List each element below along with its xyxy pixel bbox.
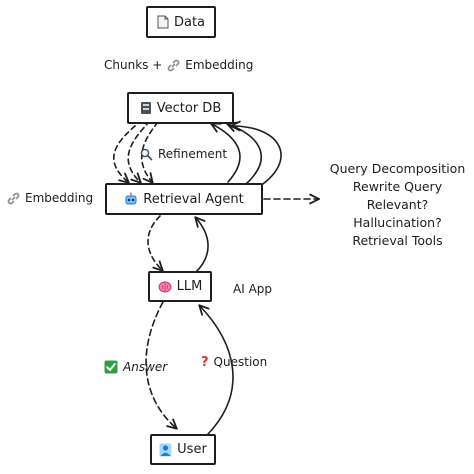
solid-arrow-agent-to-vectordb-3 bbox=[229, 120, 282, 187]
embedding-suffix: Embedding bbox=[185, 58, 254, 72]
data-node-label: Data bbox=[173, 14, 206, 30]
solid-arrow-user-to-llm bbox=[198, 304, 234, 435]
solid-arrow-agent-to-vectordb-1 bbox=[210, 122, 241, 183]
ai-app-text: AI App bbox=[233, 282, 273, 296]
vector-db-node: Vector DB bbox=[127, 92, 234, 124]
llm-node: LLM bbox=[148, 271, 212, 302]
dashed-arrow-vectordb-to-agent-1 bbox=[113, 119, 143, 184]
embedding-text: Embedding bbox=[25, 191, 94, 205]
vector-db-node-label: Vector DB bbox=[156, 100, 222, 116]
agent-capabilities-list: Query Decomposition Rewrite Query Releva… bbox=[325, 160, 470, 250]
document-icon bbox=[157, 15, 169, 29]
retrieval-agent-node: Retrieval Agent bbox=[105, 183, 263, 215]
data-node: Data bbox=[146, 6, 216, 38]
capability-item: Rewrite Query bbox=[352, 179, 443, 194]
chunks-prefix: Chunks + bbox=[104, 58, 163, 72]
link-icon bbox=[7, 192, 20, 205]
llm-node-label: LLM bbox=[176, 279, 203, 294]
question-mark-icon: ? bbox=[201, 354, 209, 370]
answer-text: Answer bbox=[123, 360, 168, 374]
checkmark-icon bbox=[104, 360, 118, 374]
solid-arrow-llm-to-agent bbox=[194, 216, 209, 273]
question-text: Question bbox=[213, 355, 268, 369]
magnifier-icon bbox=[140, 148, 153, 161]
user-node-label: User bbox=[177, 442, 207, 457]
user-node: User bbox=[150, 434, 216, 465]
database-icon bbox=[140, 101, 152, 115]
link-icon bbox=[167, 59, 180, 72]
dashed-arrow-vectordb-to-agent-3 bbox=[141, 121, 159, 184]
refinement-label: Refinement bbox=[140, 147, 227, 161]
capability-item: Retrieval Tools bbox=[352, 233, 443, 248]
embedding-label: Embedding bbox=[7, 191, 93, 205]
capability-item: Hallucination? bbox=[353, 215, 442, 230]
capability-item: Relevant? bbox=[366, 197, 429, 212]
capability-item: Query Decomposition bbox=[329, 161, 466, 176]
chunks-embedding-label: Chunks + Embedding bbox=[104, 58, 253, 72]
dashed-arrow-agent-to-llm bbox=[147, 215, 164, 272]
answer-label: Answer bbox=[104, 360, 167, 374]
dashed-arrow-vectordb-to-agent-2 bbox=[127, 120, 151, 184]
user-icon bbox=[159, 443, 172, 457]
question-label: ? Question bbox=[201, 355, 267, 369]
ai-app-label: AI App bbox=[233, 282, 272, 296]
dashed-arrow-llm-to-user bbox=[145, 301, 178, 430]
robot-icon bbox=[124, 192, 138, 206]
retrieval-agent-node-label: Retrieval Agent bbox=[143, 191, 244, 207]
refinement-text: Refinement bbox=[158, 147, 228, 161]
brain-icon bbox=[158, 281, 172, 293]
